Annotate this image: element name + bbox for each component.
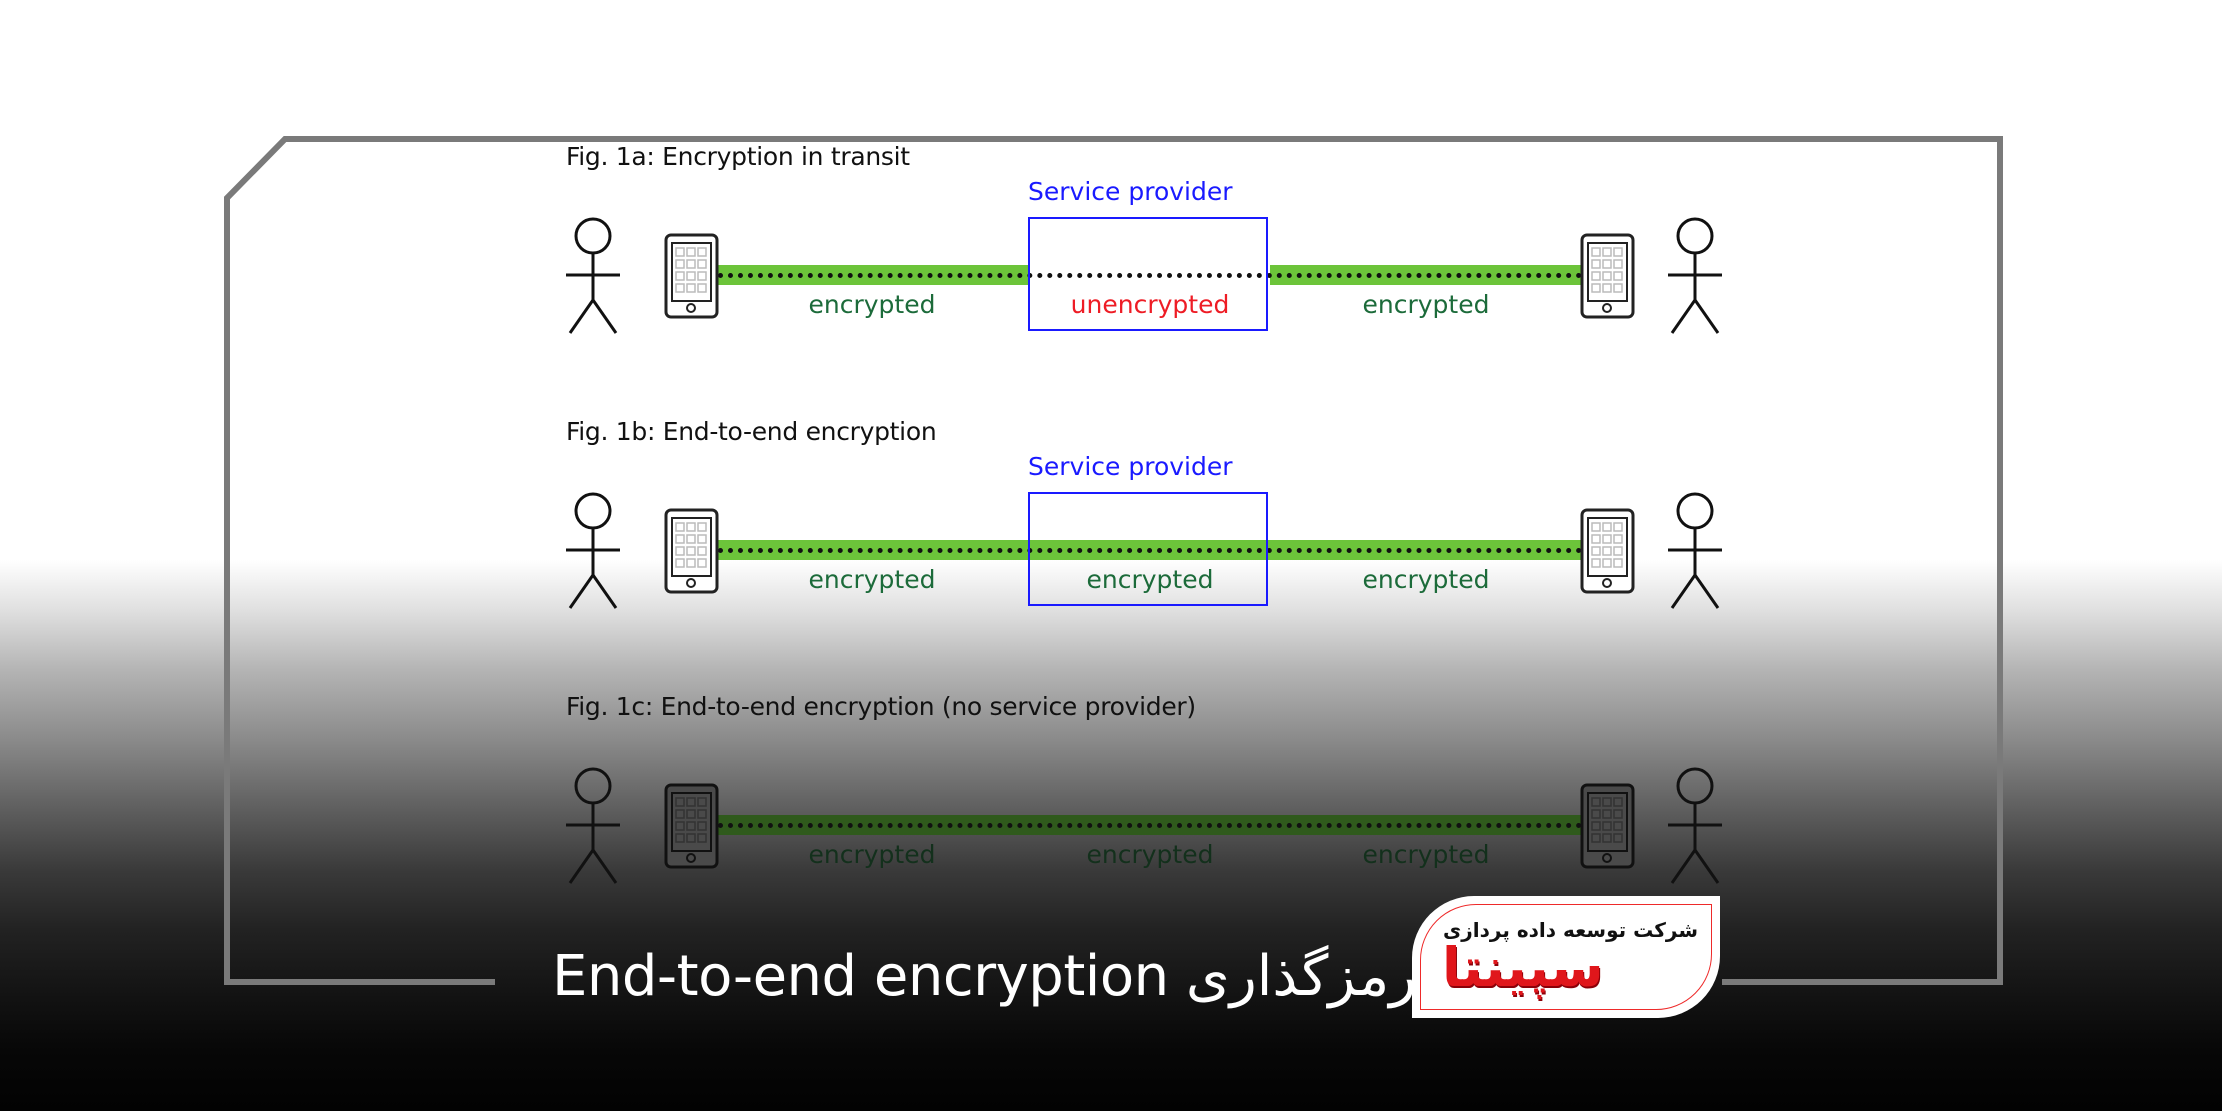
figure-title-1c: Fig. 1c: End-to-end encryption (no servi…: [566, 692, 1196, 721]
phone-icon: [664, 783, 719, 869]
person-icon: [1668, 767, 1722, 884]
service-provider-box: [1028, 492, 1268, 606]
participants: [566, 217, 1722, 334]
segment-label: encrypted: [1086, 565, 1214, 594]
participants: [566, 767, 1722, 884]
participants: [566, 492, 1722, 609]
message-path: [718, 823, 1582, 828]
logo-border: [1420, 904, 1712, 1010]
segment-label: encrypted: [1362, 290, 1490, 319]
phone-icon: [1580, 233, 1635, 319]
phone-icon: [1580, 783, 1635, 869]
person-icon: [1668, 492, 1722, 609]
service-provider-box: [1028, 217, 1268, 331]
segment-label: encrypted: [1362, 565, 1490, 594]
message-path: [718, 273, 1582, 278]
service-provider-label: Service provider: [1028, 177, 1233, 206]
message-path: [718, 548, 1582, 553]
logo-company-text: شرکت توسعه داده پردازی: [1442, 918, 1698, 942]
figure-1b: Service provider encrypted encrypted enc…: [0, 275, 2222, 609]
figure-title-1b: Fig. 1b: End-to-end encryption: [566, 417, 937, 446]
person-icon: [566, 767, 620, 884]
company-logo: شرکت توسعه داده پردازی سپینتا: [1412, 896, 1720, 1018]
person-icon: [566, 217, 620, 334]
figure-title-1a: Fig. 1a: Encryption in transit: [566, 142, 910, 171]
phone-icon: [664, 508, 719, 594]
phone-icon: [1580, 508, 1635, 594]
phone-icon: [664, 233, 719, 319]
figure-1a: Service provider encrypted unencrypted e…: [0, 0, 2222, 334]
segment-label: encrypted: [808, 565, 936, 594]
logo-brand-mark: سپینتا: [1442, 936, 1604, 999]
segment-label: encrypted: [1362, 840, 1490, 869]
service-provider-label: Service provider: [1028, 452, 1233, 481]
page-caption: End-to-end encryption رمزگذاری: [552, 944, 1417, 1009]
segment-label: encrypted: [1086, 840, 1214, 869]
figure-1c: encrypted encrypted encrypted: [0, 550, 2222, 884]
person-icon: [566, 492, 620, 609]
segment-label: encrypted: [808, 840, 936, 869]
segment-label: unencrypted: [1070, 290, 1230, 319]
person-icon: [1668, 217, 1722, 334]
segment-label: encrypted: [808, 290, 936, 319]
